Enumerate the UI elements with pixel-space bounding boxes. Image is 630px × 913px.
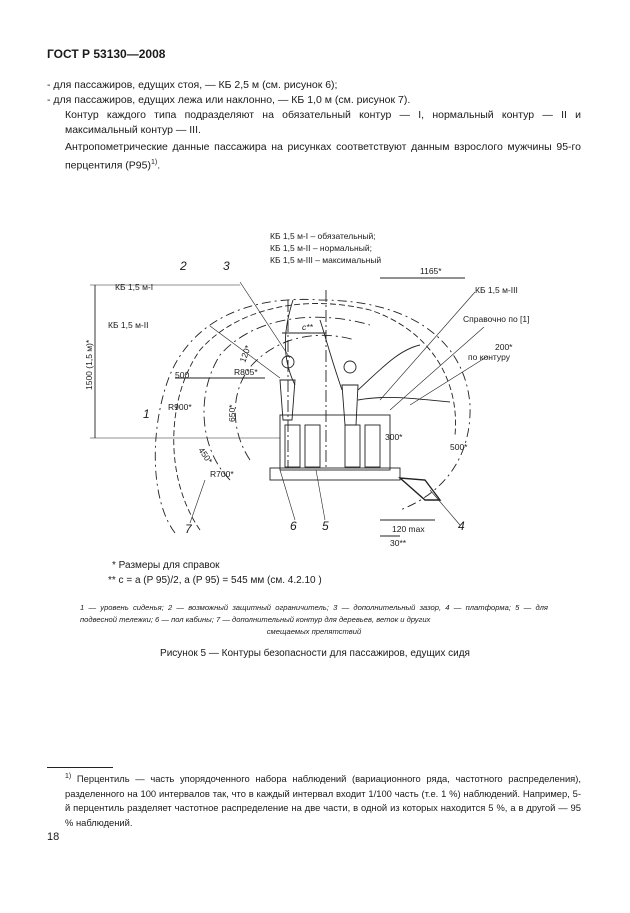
label-along-contour: по контуру — [468, 352, 511, 362]
dim-r805: R805* — [234, 367, 258, 377]
contour-additional-7 — [173, 303, 456, 531]
cabin-box — [279, 414, 391, 471]
legend-end: смещаемых препятствий — [266, 627, 362, 636]
dim-120: 120* — [237, 343, 253, 364]
dim-650: 650* — [227, 404, 237, 422]
callout-4: 4 — [458, 519, 465, 533]
callout-7: 7 — [185, 522, 193, 536]
passenger-head — [343, 360, 357, 374]
label-reference: Справочно по [1] — [463, 314, 530, 324]
dim-500-star: 500* — [450, 442, 468, 452]
label-kb-ii-normal: КБ 1,5 м-II – нормальный; — [270, 243, 372, 253]
document-header: ГОСТ Р 53130—2008 — [47, 47, 166, 61]
dim-r900: R900* — [168, 402, 192, 412]
page-number: 18 — [47, 831, 60, 843]
standing-passengers-line: - для пассажиров, едущих стоя, — КБ 2,5 … — [47, 79, 338, 91]
anthropometric-end: . — [157, 159, 161, 172]
footnote-marker: 1) — [65, 773, 72, 780]
dim-450: 450* — [196, 445, 215, 466]
contour-kb-iii-outline — [154, 298, 471, 534]
dim-1165: 1165* — [420, 266, 442, 276]
figure-notes: * Размеры для справок ** c = a (P 95)/2,… — [80, 558, 322, 588]
footnote-ref: 1) — [150, 159, 158, 166]
footnote: 1) Перцентиль — часть упорядоченного наб… — [47, 770, 581, 830]
dim-r700: R700* — [210, 469, 234, 479]
callout-6: 6 — [290, 519, 297, 533]
platform-floor — [269, 467, 401, 481]
anthropometric-paragraph: Антропометрические данные пассажира на р… — [47, 140, 581, 174]
passenger-head — [281, 355, 295, 369]
body-text-block: - для пассажиров, едущих стоя, — КБ 2,5 … — [47, 78, 581, 174]
callout-5: 5 — [322, 519, 329, 533]
figure-legend: 1 — уровень сиденья; 2 — возможный защит… — [80, 602, 548, 638]
dim-500: 500 — [175, 370, 189, 380]
label-kb-iii-maximal: КБ 1,5 м-III – максимальный — [270, 255, 381, 265]
dim-1500: 1500 (1,5 м)* — [84, 339, 94, 390]
label-kb-iii: КБ 1,5 м-III — [475, 285, 518, 295]
dim-120max: 120 max — [392, 524, 425, 534]
safety-contour-figure: КБ 1,5 м-I – обязательный; КБ 1,5 м-II –… — [84, 231, 530, 548]
platform-support — [397, 477, 442, 501]
contour-kb-i-outline — [234, 334, 356, 461]
figure-caption: Рисунок 5 — Контуры безопасности для пас… — [160, 648, 470, 659]
label-kb-i: КБ 1,5 м-I — [115, 282, 153, 292]
footnote-divider — [47, 767, 113, 768]
dim-200: 200* — [495, 342, 513, 352]
dim-30: 30** — [390, 538, 407, 548]
callout-1: 1 — [143, 407, 150, 421]
callout-3: 3 — [223, 259, 230, 273]
dim-300: 300* — [385, 432, 403, 442]
dim-c: c** — [302, 322, 314, 332]
note-reference-dims: * Размеры для справок — [112, 560, 220, 571]
label-kb-ii: КБ 1,5 м-II — [108, 320, 148, 330]
lying-passengers-line: - для пассажиров, едущих лежа или наклон… — [47, 94, 411, 106]
note-c-formula: ** c = a (P 95)/2, a (P 95) = 545 мм (см… — [108, 575, 322, 586]
legend-text: 1 — уровень сиденья; 2 — возможный защит… — [80, 603, 548, 624]
footnote-text: Перцентиль — часть упорядоченного набора… — [65, 773, 581, 828]
contour-kb-ii-outline — [203, 316, 371, 481]
label-kb-i-mandatory: КБ 1,5 м-I – обязательный; — [270, 231, 376, 241]
anthropometric-text: Антропометрические данные пассажира на р… — [65, 141, 581, 172]
contour-types-paragraph: Контур каждого типа подразделяют на обяз… — [65, 109, 581, 136]
callout-2: 2 — [179, 259, 187, 273]
